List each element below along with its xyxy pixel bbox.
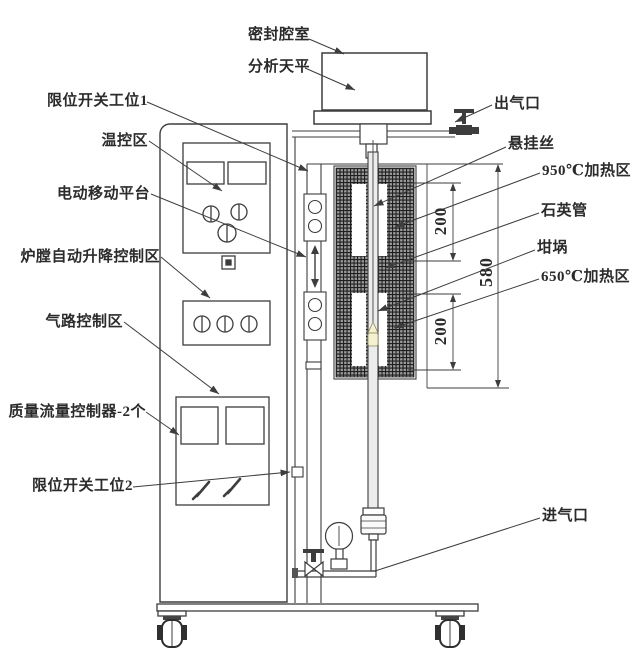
outlet-valve-handle — [454, 109, 474, 113]
temp-control-panel — [182, 142, 271, 270]
base-plate — [156, 603, 479, 612]
leader-lines — [123, 38, 541, 572]
label-950-zone: 950℃加热区 — [542, 163, 631, 179]
mfc-2 — [225, 406, 265, 445]
leader-gas-outlet — [454, 104, 493, 123]
label-lift-control: 炉膛自动升降控制区 — [20, 249, 160, 265]
lift-control-panel — [182, 300, 271, 346]
dim-total-580: 580 — [475, 257, 496, 287]
label-sealed-chamber: 密封腔室 — [247, 27, 310, 43]
leader-suspension-wire — [373, 146, 507, 207]
gas-panel — [175, 396, 270, 506]
crucible — [367, 321, 379, 347]
leader-quartz-tube — [384, 212, 540, 269]
tube-end-cap — [360, 514, 387, 535]
label-650-zone: 650℃加热区 — [541, 269, 630, 285]
leader-sealed-chamber — [308, 38, 345, 55]
label-analytical-balance: 分析天平 — [247, 59, 310, 75]
leader-950-zone — [394, 172, 541, 228]
label-gas-inlet: 进气口 — [542, 508, 589, 524]
label-mfc: 质量流量控制器-2个 — [8, 404, 146, 420]
bore-upper-right — [378, 184, 387, 256]
leader-gas-control — [123, 321, 220, 395]
leader-lift-control — [160, 256, 211, 299]
leader-analytical-balance — [304, 67, 356, 91]
label-motor-platform: 电动移动平台 — [56, 186, 150, 202]
balance-platform — [313, 110, 432, 125]
leader-crucible — [377, 249, 536, 312]
limit-switch-target-2 — [291, 466, 304, 478]
pressure-gauge — [324, 521, 354, 570]
rail-stop-tab — [305, 361, 322, 370]
mfc-1 — [180, 406, 219, 445]
temp-display-1 — [186, 161, 225, 185]
caster-left — [157, 610, 187, 648]
label-temp-zone: 温控区 — [101, 133, 148, 149]
leader-temp-zone — [148, 140, 223, 192]
dim-upper-200: 200 — [431, 206, 450, 236]
leader-limit-switch-1 — [146, 101, 309, 172]
tube-end-ring — [362, 507, 385, 516]
base — [156, 603, 479, 648]
label-quartz-tube: 石英管 — [541, 203, 588, 219]
bore-upper-left — [352, 184, 366, 256]
toggle-switches — [191, 477, 242, 501]
label-crucible: 坩埚 — [537, 240, 569, 256]
bore-lower-right — [378, 293, 387, 366]
leader-motor-platform — [150, 193, 307, 258]
sealed-chamber-box — [321, 52, 428, 111]
leader-650-zone — [393, 278, 540, 329]
caster-right — [435, 610, 465, 648]
label-suspension-wire: 悬挂丝 — [508, 136, 555, 152]
bore-lower-left — [352, 293, 366, 366]
inlet-valve — [303, 549, 324, 578]
down-pipe — [370, 539, 377, 572]
travel-arrow — [311, 245, 319, 288]
dimension-lines — [404, 164, 509, 389]
dim-lower-200: 200 — [431, 316, 450, 346]
leader-mfc — [145, 411, 180, 436]
temp-display-2 — [227, 161, 267, 185]
label-gas-control: 气路控制区 — [45, 314, 123, 330]
leader-limit-switch-2 — [132, 469, 291, 488]
balance-assembly — [292, 52, 503, 165]
inlet-assembly — [292, 507, 387, 578]
leader-gas-inlet — [374, 517, 541, 572]
lift-rail — [291, 164, 327, 603]
label-limit-switch-1: 限位开关工位1 — [46, 93, 148, 109]
label-limit-switch-2: 限位开关工位2 — [32, 478, 134, 494]
label-gas-outlet: 出气口 — [494, 96, 541, 112]
